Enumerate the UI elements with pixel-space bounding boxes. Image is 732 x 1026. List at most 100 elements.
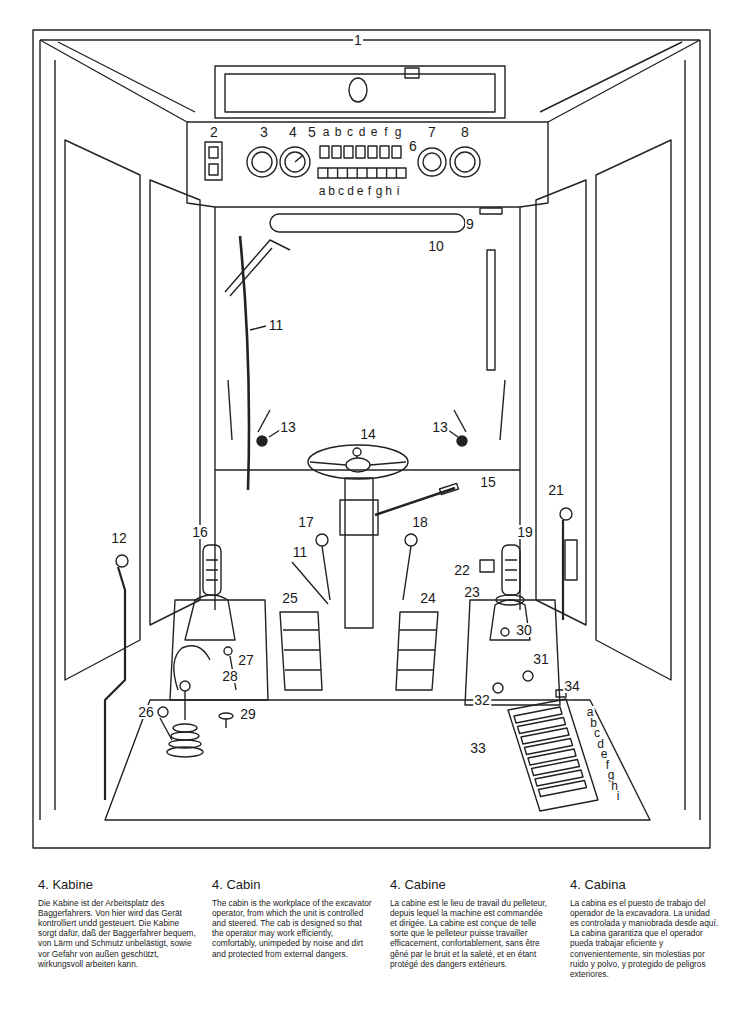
callout-letter: b <box>334 126 343 138</box>
lever-12 <box>105 555 128 800</box>
switch-panel-part <box>539 781 587 797</box>
switch-panel-part <box>518 718 566 734</box>
callout-number: 4 <box>288 125 298 139</box>
dashboard-part <box>450 147 480 177</box>
lever-12-part <box>105 567 125 800</box>
rear-window-part <box>230 248 272 296</box>
cab-doors-part <box>684 60 685 810</box>
dashboard-part <box>368 146 377 158</box>
cab-doors-part <box>150 180 200 625</box>
callout-number: 19 <box>516 525 534 539</box>
callout-letter: e <box>356 185 365 197</box>
dashboard-part <box>280 147 310 177</box>
steering-wheel-part <box>440 483 459 494</box>
dome-light <box>349 78 367 102</box>
steering-wheel-part <box>308 445 408 479</box>
dashboard <box>187 122 548 214</box>
windscreen-wiper-part <box>240 236 249 490</box>
switch-panel-part <box>508 699 598 811</box>
dashboard-part <box>209 164 218 175</box>
cab-roof <box>40 40 700 122</box>
left-joystick-console-part <box>185 595 235 640</box>
callout-letter: d <box>358 126 367 138</box>
callout-letter: b <box>327 185 336 197</box>
dashboard-part <box>320 146 329 158</box>
callout-number: 13 <box>431 420 449 434</box>
steering-wheel-part <box>310 462 406 465</box>
cab-roof-part <box>540 42 682 112</box>
callout-number: 2 <box>209 125 219 139</box>
control-levers-part <box>405 534 417 546</box>
left-joystick-console-part <box>158 707 168 717</box>
dashboard-part <box>356 146 365 158</box>
cab-doors-part <box>39 40 40 820</box>
window-latches-part <box>257 436 267 446</box>
callout-number: 6 <box>408 139 418 153</box>
right-joystick-console-part <box>493 683 503 693</box>
callout-number: 9 <box>465 217 475 231</box>
switch-panel-part <box>525 739 573 755</box>
switch-panel-part <box>535 770 583 786</box>
window-latches-part <box>258 410 270 432</box>
switch-panel-part <box>514 707 562 723</box>
control-levers-part <box>322 546 330 600</box>
cab-doors-part <box>500 380 505 440</box>
left-joystick-console <box>158 545 268 757</box>
cab-doors-part <box>699 40 700 820</box>
callout-letter: g <box>394 126 403 138</box>
callout-letter: i <box>396 185 401 197</box>
dashboard-part <box>247 147 277 177</box>
cab-floor <box>105 700 650 820</box>
right-joystick-console-part <box>560 508 572 520</box>
control-levers <box>292 534 417 604</box>
cab-doors-part <box>228 380 232 440</box>
left-joystick-console-part <box>224 647 232 655</box>
left-joystick-console-part <box>167 747 203 757</box>
pedals-part <box>397 630 437 670</box>
section-heading: 4. Kabine <box>38 878 198 891</box>
dashboard-part <box>418 148 446 176</box>
rear-window-part <box>487 250 495 370</box>
dashboard-part <box>344 146 353 158</box>
callout-number: 32 <box>473 693 491 707</box>
body-text: Die Kabine ist der Arbeitsplatz des Bagg… <box>38 898 198 969</box>
callout-number: 17 <box>297 515 315 529</box>
pedals-part <box>396 612 438 690</box>
callout-number: 22 <box>453 563 471 577</box>
cab-doors-part <box>65 140 140 680</box>
callout-number: 26 <box>137 705 155 719</box>
steering-wheel-part <box>340 500 378 535</box>
right-joystick-console-part <box>523 671 533 681</box>
rear-window <box>215 207 520 610</box>
cab-roof-part <box>215 66 505 118</box>
callout-letter: d <box>346 185 355 197</box>
dashboard-part <box>252 152 272 172</box>
steering-wheel-part <box>353 448 361 456</box>
callout-number: 11 <box>268 318 285 332</box>
callout-number: 30 <box>515 623 533 637</box>
dashboard-part <box>328 168 397 178</box>
cab-roof-part <box>58 42 195 112</box>
right-joystick-console-part <box>465 600 560 705</box>
picture-frame <box>33 30 710 848</box>
left-joystick-console-part <box>184 690 185 720</box>
pedals-part <box>283 630 321 670</box>
dashboard-part <box>455 152 475 172</box>
control-levers-part <box>403 546 411 600</box>
callout-number: 15 <box>479 475 497 489</box>
body-text: La cabina es el puesto de trabajo del op… <box>570 898 720 979</box>
left-joystick-console-part <box>180 681 190 691</box>
right-joystick-console-part <box>480 560 494 572</box>
cab-roof-part <box>225 74 495 112</box>
right-joystick-console-part <box>501 628 509 636</box>
control-levers-part <box>316 534 328 546</box>
callout-number: 5 <box>307 125 317 139</box>
callout-letter: h <box>384 185 393 197</box>
body-text: La cabine est le lieu de travail du pell… <box>390 898 550 969</box>
right-joystick-console-part <box>565 540 577 580</box>
pedals <box>280 612 438 690</box>
rear-window-part <box>225 240 290 292</box>
callout-number: 13 <box>279 420 297 434</box>
